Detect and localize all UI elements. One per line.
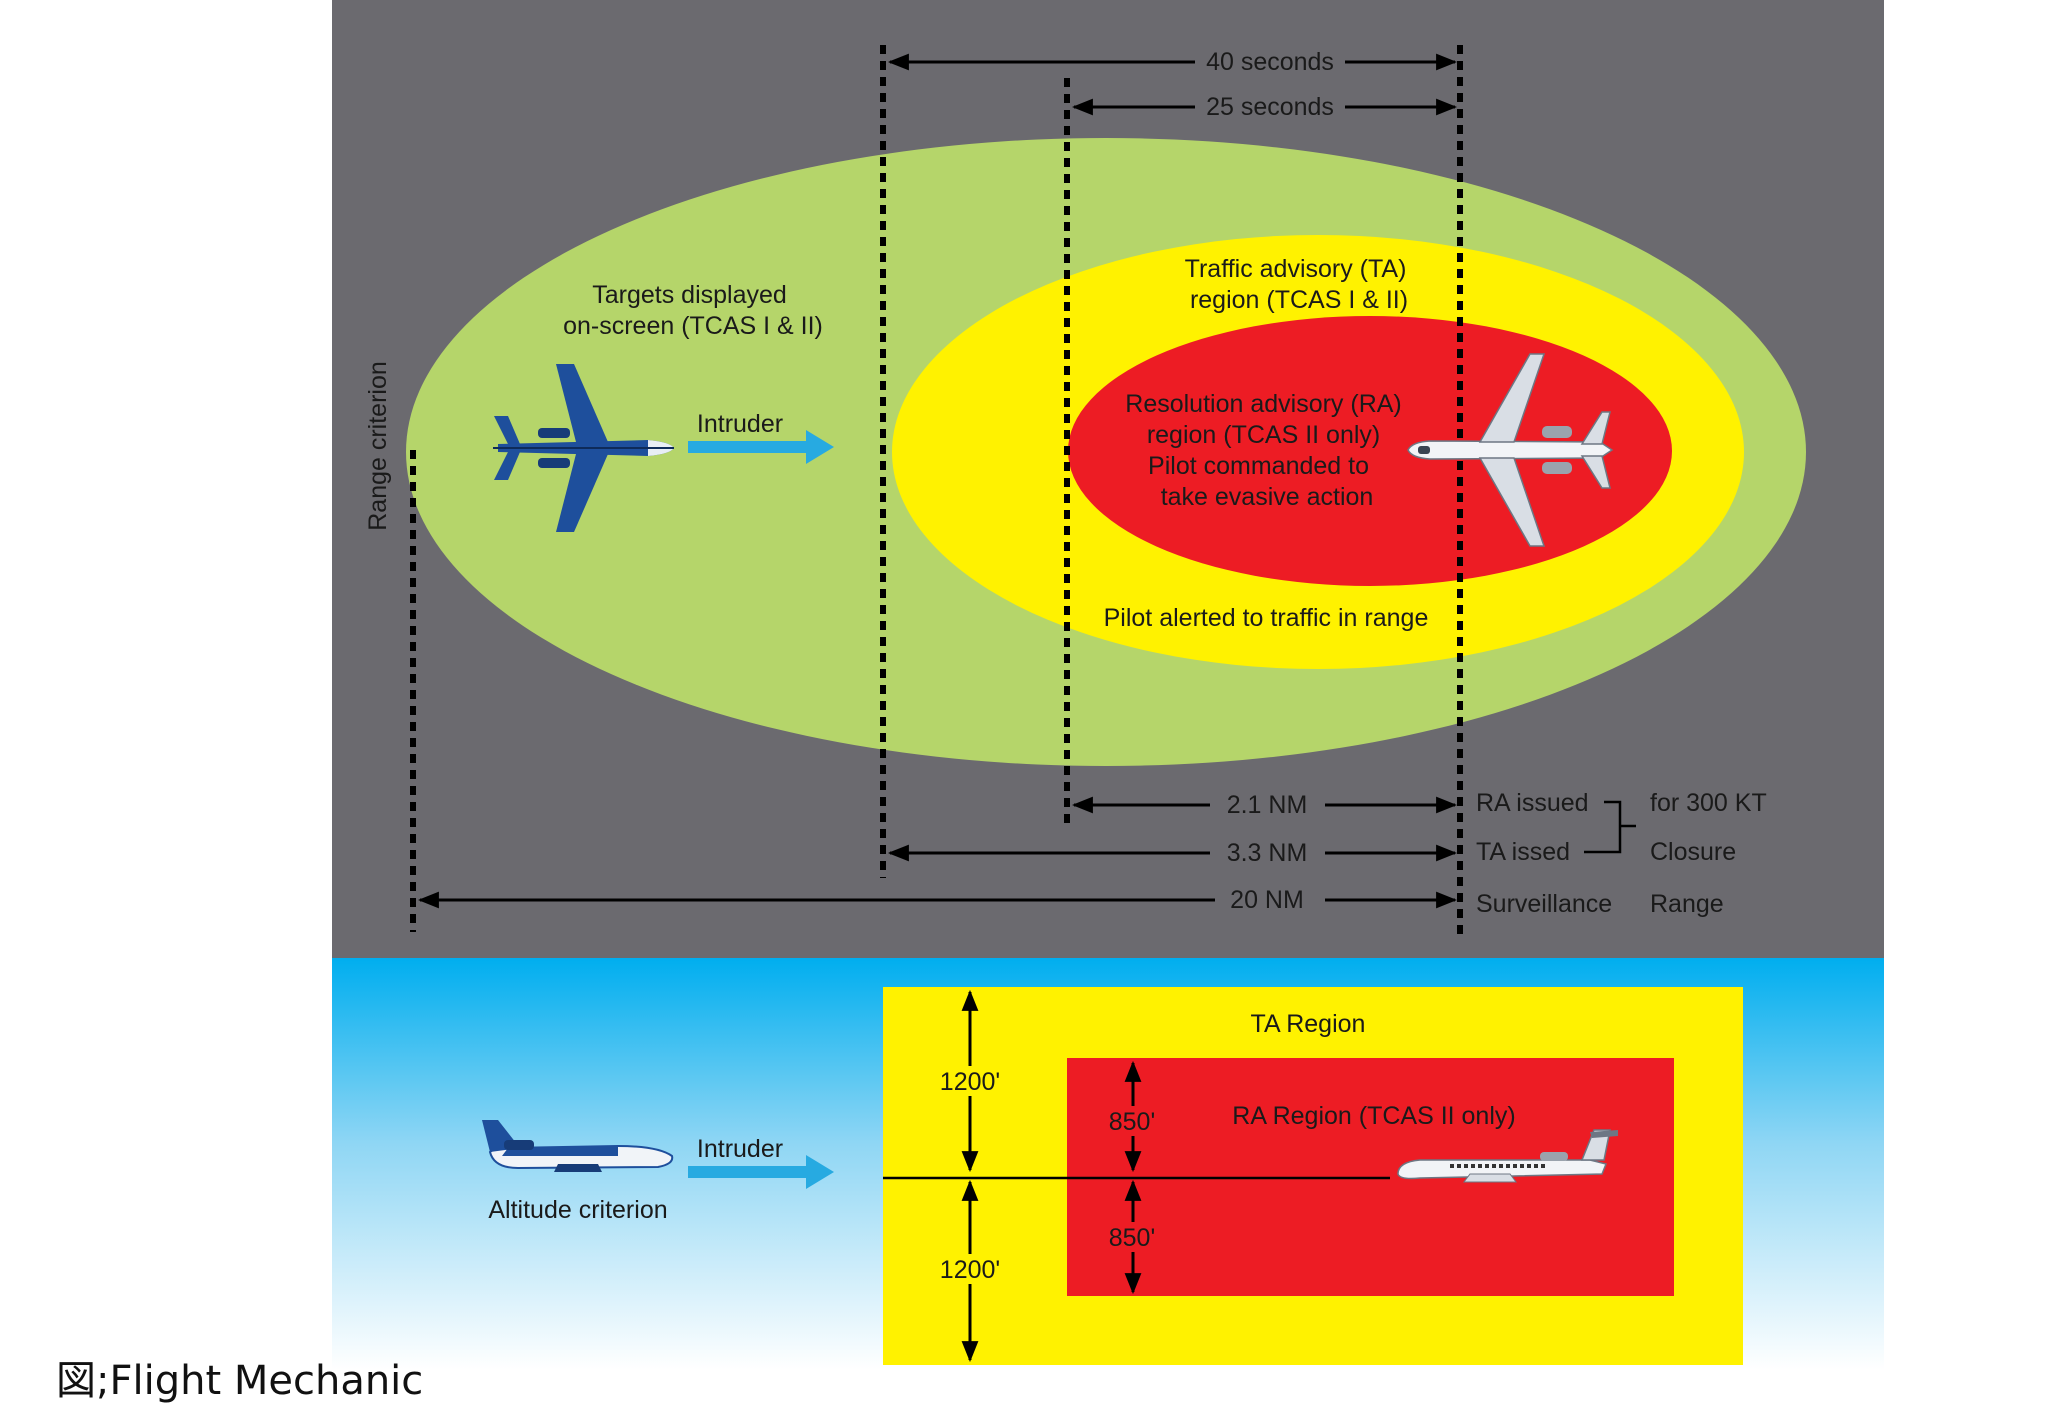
ta-region-label: TA Region: [1251, 1010, 1366, 1038]
event-ta-issued: TA issed: [1476, 838, 1570, 866]
event-ra-issued: RA issued: [1476, 789, 1589, 817]
label-bg-ta-above: [937, 1066, 1003, 1096]
ra-label-line2: region (TCAS II only): [1147, 421, 1380, 449]
intruder-arrow-side: [688, 1155, 834, 1189]
ta-label: Traffic advisory (TA) region (TCAS I & I…: [1185, 255, 1414, 314]
range-label: Range: [1650, 890, 1724, 918]
label-bg-ta-below: [937, 1254, 1003, 1284]
ra-height-above: 850': [1109, 1108, 1155, 1136]
targets-label-line2: on-screen (TCAS I & II): [563, 312, 823, 340]
targets-label-line1: Targets displayed: [592, 281, 787, 309]
own-aircraft-side-icon: [1397, 1129, 1618, 1183]
closure-bracket: [1584, 800, 1636, 854]
ra-label: Resolution advisory (RA) region (TCAS II…: [1125, 390, 1408, 511]
intruder-aircraft-top-icon: [493, 364, 674, 532]
distance-arrows: [417, 796, 1458, 909]
intruder-arrow-top: [688, 430, 834, 464]
time-marker-25s: 25 seconds: [1206, 93, 1334, 121]
time-marker-40s: 40 seconds: [1206, 48, 1334, 76]
ra-region-label: RA Region (TCAS II only): [1232, 1102, 1515, 1130]
own-aircraft-top-icon: [1407, 353, 1614, 547]
intruder-label-top: Intruder: [697, 410, 783, 438]
ra-label-line4: take evasive action: [1161, 483, 1374, 511]
range-boundary-lines: [410, 45, 1463, 935]
figure-caption: 図;Flight Mechanic: [56, 1358, 424, 1404]
altitude-criterion-label: Altitude criterion: [488, 1196, 667, 1224]
ta-height-below: 1200': [940, 1256, 1000, 1284]
closure-label: Closure: [1650, 838, 1736, 866]
label-bg-ra-above: [1104, 1106, 1160, 1136]
event-surveillance: Surveillance: [1476, 890, 1612, 918]
intruder-aircraft-side-icon: [482, 1120, 674, 1172]
time-arrows: [887, 53, 1458, 116]
range-criterion-label: Range criterion: [364, 361, 392, 531]
ta-label-line2: region (TCAS I & II): [1190, 286, 1408, 314]
distance-ra: 2.1 NM: [1227, 791, 1308, 819]
distance-ta: 3.3 NM: [1227, 839, 1308, 867]
closure-for-300kt: for 300 KT: [1650, 789, 1767, 817]
ta-label-line1: Traffic advisory (TA): [1185, 255, 1407, 283]
distance-surveillance: 20 NM: [1230, 886, 1304, 914]
alert-label: Pilot alerted to traffic in range: [1104, 604, 1429, 632]
ra-label-line1: Resolution advisory (RA): [1125, 390, 1402, 418]
label-bg-ra-below: [1104, 1222, 1160, 1252]
ra-height-below: 850': [1109, 1224, 1155, 1252]
ra-label-line3: Pilot commanded to: [1148, 452, 1369, 480]
intruder-label-side: Intruder: [697, 1135, 783, 1163]
ta-height-above: 1200': [940, 1068, 1000, 1096]
targets-label: Targets displayed on-screen (TCAS I & II…: [563, 281, 823, 340]
